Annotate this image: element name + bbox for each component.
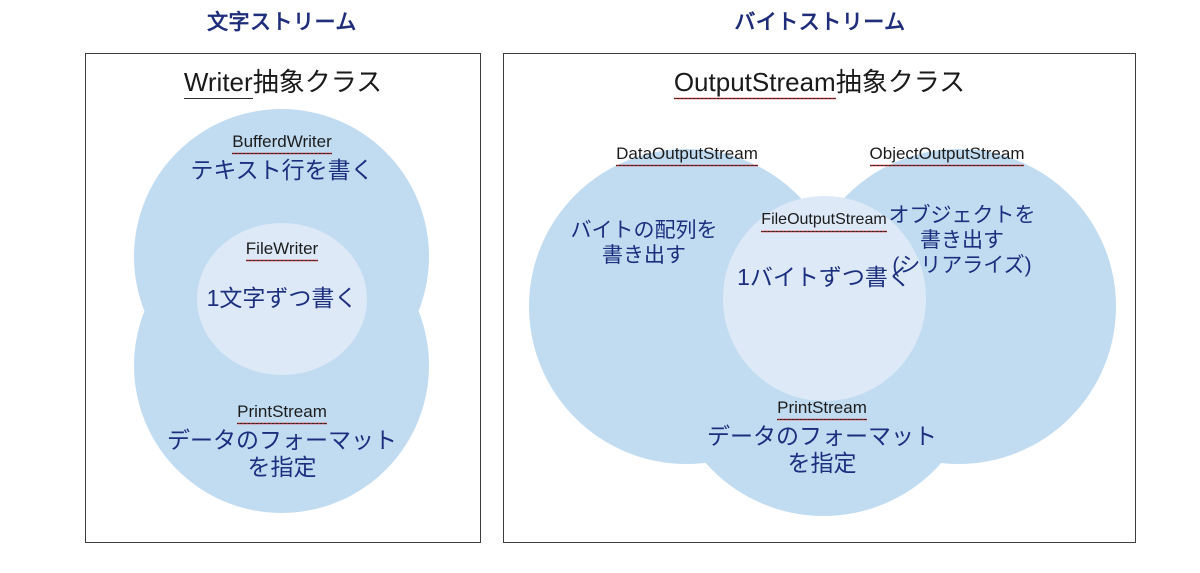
panel-heading-writer-suffix: 抽象クラス <box>252 67 383 97</box>
label-desc-objectoutputstream: オブジェクトを 書き出す (シリアライズ) <box>832 201 1092 278</box>
section-title-char-stream: 文字ストリーム <box>207 11 357 34</box>
label-group-objectoutputstream: ObjectOutputStream <box>782 144 1112 168</box>
panel-heading-outputstream-base: OutputStream <box>673 67 836 100</box>
section-title-byte-stream: バイトストリーム <box>734 11 906 34</box>
label-desc-dataoutputstream: バイトの配列を 書き出す <box>514 216 774 269</box>
label-group-dataoutputstream: DataOutputStream <box>527 144 847 168</box>
class-desc-printstream-left-line2: を指定 <box>247 454 317 481</box>
class-desc-printstream-left-line1: データのフォーマット <box>167 427 397 454</box>
label-group-printstream-right: PrintStream データのフォーマット を指定 <box>657 398 987 477</box>
class-name-filewriter: FileWriter <box>245 239 319 263</box>
class-desc-bufferdwriter: テキスト行を書く <box>190 157 374 184</box>
panel-byte-stream: OutputStream抽象クラス DataOutputStream バイトの配… <box>503 53 1136 543</box>
panel-heading-outputstream-suffix: 抽象クラス <box>835 67 966 97</box>
class-desc-objectoutputstream-line1: オブジェクトを <box>888 204 1036 227</box>
circle-filewriter <box>197 223 367 375</box>
class-name-objectoutputstream: ObjectOutputStream <box>869 144 1025 168</box>
class-name-printstream-left: PrintStream <box>237 402 327 426</box>
class-name-bufferdwriter: BufferdWriter <box>232 132 332 156</box>
panel-char-stream: Writer抽象クラス BufferdWriter テキスト行を書く FileW… <box>85 53 481 543</box>
class-desc-filewriter: 1文字ずつ書く <box>206 285 358 312</box>
panel-heading-writer-base: Writer <box>183 67 253 99</box>
label-group-bufferdwriter: BufferdWriter テキスト行を書く <box>132 132 432 184</box>
panel-heading-outputstream: OutputStream抽象クラス <box>504 67 1135 100</box>
class-name-printstream-right: PrintStream <box>777 398 867 422</box>
label-group-filewriter: FileWriter 1文字ずつ書く <box>132 239 432 312</box>
class-desc-dataoutputstream-line2: 書き出す <box>602 243 686 267</box>
class-desc-printstream-right-line2: を指定 <box>787 450 857 477</box>
class-desc-objectoutputstream-line2: 書き出す <box>920 228 1004 252</box>
class-desc-dataoutputstream-line1: バイトの配列を <box>570 219 718 242</box>
label-group-printstream-left: PrintStream データのフォーマット を指定 <box>122 402 442 481</box>
class-desc-fileoutputstream: 1バイトずつ書く <box>737 263 911 290</box>
class-desc-printstream-right-line1: データのフォーマット <box>707 423 937 450</box>
label-group-fileoutputstream: FileOutputStream 1バイトずつ書く <box>684 211 964 291</box>
class-desc-objectoutputstream-line3: (シリアライズ) <box>892 253 1032 277</box>
panel-heading-writer: Writer抽象クラス <box>86 67 480 99</box>
class-name-fileoutputstream: FileOutputStream <box>761 211 888 233</box>
class-name-dataoutputstream: DataOutputStream <box>616 144 758 168</box>
